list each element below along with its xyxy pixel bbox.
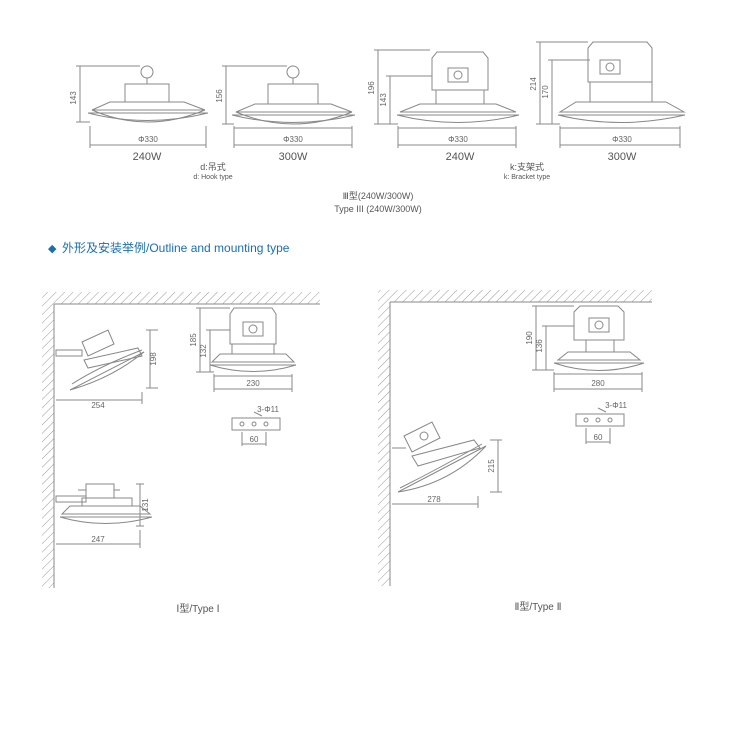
type2-ceiling-hatch	[378, 290, 652, 302]
hook-type-label-cn: d:吊式	[200, 161, 226, 172]
type1-wall-height: 198	[149, 352, 158, 366]
hook-240w-height: 143	[69, 91, 78, 105]
type1-caption: Ⅰ型/Type Ⅰ	[176, 602, 219, 615]
type2-holes: 3-Φ11	[605, 401, 627, 410]
type1-wall-hatch	[42, 304, 54, 588]
section-title: 外形及安装举例/Outline and mounting type	[62, 240, 290, 255]
type1-ceiling-hatch	[42, 292, 320, 304]
type1-hole-spacing: 60	[250, 435, 259, 444]
bracket-300w-height-total: 214	[529, 77, 538, 91]
type3-caption-cn: Ⅲ型(240W/300W)	[343, 191, 414, 201]
bracket-300w-diameter: Φ330	[612, 135, 632, 144]
type2-hole-spacing: 60	[594, 433, 603, 442]
type1-ceiling-fixture	[196, 307, 297, 392]
hook-300w-diameter: Φ330	[283, 135, 303, 144]
type1-ceiling-height-total: 185	[189, 333, 198, 347]
bracket-300w-power: 300W	[608, 151, 637, 163]
fixture-bracket-300w: 214 170 Φ330 300W	[529, 41, 686, 163]
fixture-hook-240w: 143 Φ330 240W	[69, 65, 209, 163]
fixture-bracket-240w: 196 143 Φ330 240W	[367, 49, 520, 163]
type2-ceiling-fixture	[532, 305, 645, 392]
type1-bracket-plate	[231, 411, 281, 446]
hook-300w-power: 300W	[279, 151, 308, 163]
type1-mounting-diagram: 198 254 185 132 230	[42, 292, 320, 615]
type1-wall-fixture	[55, 329, 158, 404]
type2-ceiling-width: 280	[591, 379, 605, 388]
bracket-type-label-cn: k:支架式	[510, 161, 544, 172]
fixture-hook-300w: 156 Φ330 300W	[215, 65, 356, 163]
type2-wall-depth: 278	[427, 495, 441, 504]
bracket-type-label-en: k: Bracket type	[504, 174, 550, 181]
type2-wall-height: 215	[487, 459, 496, 473]
bracket-240w-power: 240W	[446, 151, 475, 163]
type2-ceiling-height-total: 190	[525, 331, 534, 345]
bracket-240w-height-total: 196	[367, 81, 376, 95]
hook-240w-diameter: Φ330	[138, 135, 158, 144]
bracket-300w-height-body: 170	[541, 85, 550, 99]
type2-caption: Ⅱ型/Type Ⅱ	[514, 600, 561, 613]
section-marker-icon: ◆	[48, 243, 57, 255]
type2-wall-hatch	[378, 302, 390, 586]
type2-wall-fixture	[392, 421, 502, 508]
hook-type-label-en: d: Hook type	[193, 174, 232, 181]
type1-holes: 3-Φ11	[257, 405, 279, 414]
hook-300w-height: 156	[215, 89, 224, 103]
bracket-240w-diameter: Φ330	[448, 135, 468, 144]
type1-ceiling-width: 230	[246, 379, 260, 388]
hook-240w-power: 240W	[133, 151, 162, 163]
type2-bracket-plate	[575, 407, 625, 444]
type1-bottom-width: 247	[91, 535, 105, 544]
type1-bottom-fixture	[55, 483, 153, 548]
type1-ceiling-height-body: 132	[199, 344, 208, 358]
type1-bottom-height: 131	[141, 498, 150, 512]
type1-wall-depth: 254	[91, 401, 105, 410]
type3-caption-en: Type III (240W/300W)	[334, 204, 422, 214]
type2-mounting-diagram: 190 136 280 3-Φ11 60	[378, 290, 652, 613]
type2-ceiling-height-body: 136	[535, 339, 544, 353]
bracket-240w-height-body: 143	[379, 93, 388, 107]
